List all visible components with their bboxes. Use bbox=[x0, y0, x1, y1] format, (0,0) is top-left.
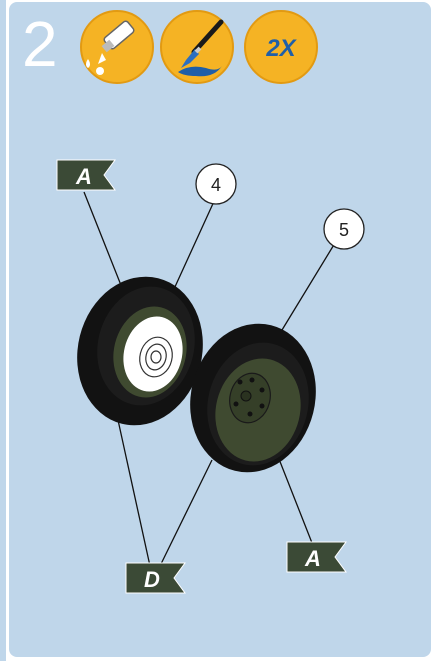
panel-left-border bbox=[0, 0, 6, 661]
glue-tube-icon bbox=[86, 20, 135, 75]
panel-background bbox=[9, 2, 431, 657]
callout-5-label: 5 bbox=[339, 220, 349, 240]
flag-d-label: D bbox=[144, 567, 160, 592]
flag-a-top-label: A bbox=[75, 164, 92, 189]
glue-badge bbox=[80, 10, 154, 84]
flag-a-bottom: A bbox=[286, 541, 347, 573]
leader-part-5 bbox=[281, 242, 336, 331]
paint-badge bbox=[160, 10, 234, 84]
leader-d-1 bbox=[117, 419, 151, 567]
callout-part-5: 5 bbox=[323, 208, 365, 250]
flag-d: D bbox=[125, 562, 186, 594]
callout-4-label: 4 bbox=[211, 175, 221, 195]
paint-brush-icon bbox=[178, 19, 224, 77]
leader-d-2 bbox=[159, 459, 213, 567]
callout-part-4: 4 bbox=[195, 163, 237, 205]
leader-part-4 bbox=[173, 196, 217, 290]
flag-a-bottom-label: A bbox=[304, 546, 321, 571]
flag-a-top: A bbox=[56, 159, 116, 191]
quantity-label: 2X bbox=[265, 35, 297, 62]
wheel-part-4 bbox=[77, 276, 203, 426]
wheel-part-5 bbox=[190, 323, 316, 473]
step-number: 2 bbox=[22, 8, 58, 80]
quantity-badge: 2X bbox=[244, 10, 318, 84]
